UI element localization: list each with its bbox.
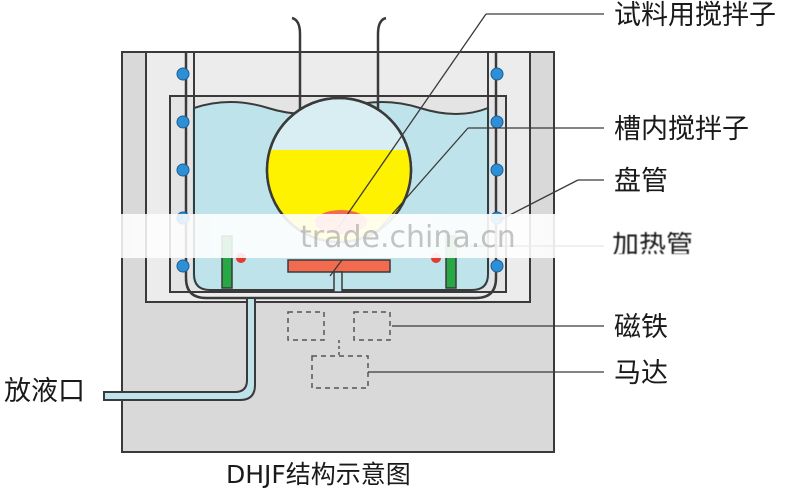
watermark: trade.china.cn xyxy=(300,220,516,255)
flask-neck-left xyxy=(291,16,302,110)
tank-wall xyxy=(184,52,498,300)
label-magnet: 磁铁 xyxy=(614,312,668,343)
drain-pipe xyxy=(103,297,256,401)
label-coil: 盘管 xyxy=(614,166,668,197)
label-tank-stirrer: 槽内搅拌子 xyxy=(614,114,749,145)
label-heater: 加热管 xyxy=(612,232,693,254)
platform-shaft xyxy=(333,271,343,293)
stirring-platform xyxy=(287,259,391,273)
flask-neck-right xyxy=(376,16,387,110)
leader-lines xyxy=(329,13,604,373)
label-motor: 马达 xyxy=(614,358,668,389)
magnets xyxy=(287,311,391,341)
diagram-caption: DHJF结构示意图 xyxy=(226,460,411,489)
watermark-band xyxy=(0,214,800,258)
label-drain: 放液口 xyxy=(4,376,85,407)
label-sample-stirrer: 试料用搅拌子 xyxy=(614,0,776,31)
